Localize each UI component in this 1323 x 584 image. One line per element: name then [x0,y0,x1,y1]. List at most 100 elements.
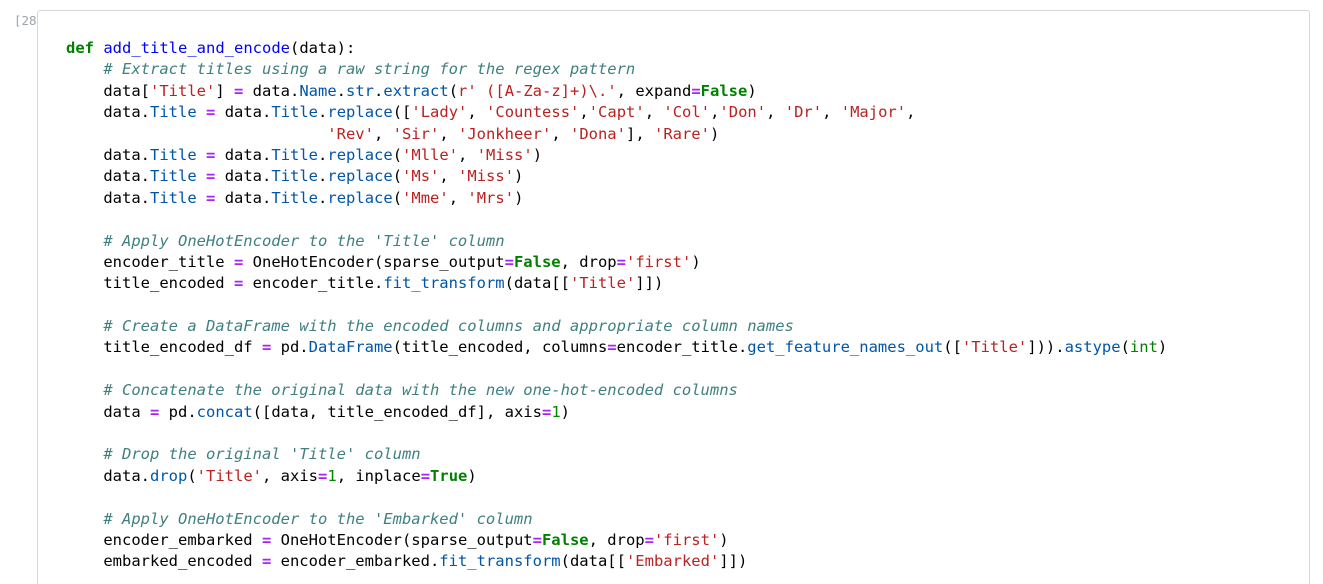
code-token: replace [327,145,393,164]
code-line: data = pd.concat([data, title_encoded_df… [66,402,1299,423]
code-token: 'Major' [840,103,907,122]
code-token: , [766,103,785,122]
code-token: ) [691,252,701,271]
code-token: , axis [262,466,318,485]
code-token: Title [271,188,319,207]
code-token: , [373,124,393,143]
code-token: ([data, title_encoded_df], axis [252,402,542,421]
code-token: , inplace [336,466,421,485]
code-token: False [513,252,561,271]
code-token: OneHotEncoder(sparse_output [271,530,533,549]
code-token: data[ [66,81,150,100]
code-token: ([ [943,338,962,357]
code-token: = [233,252,244,271]
code-token: 'Title' [196,466,262,485]
code-line: title_encoded = encoder_title.fit_transf… [66,273,1299,294]
code-line: data.Title = data.Title.replace(['Lady',… [66,102,1299,123]
code-token: Title [271,167,319,186]
code-token: = [691,81,701,100]
code-area[interactable]: def add_title_and_encode(data): # Extrac… [66,38,1299,573]
code-token: fit_transform [383,274,505,293]
code-token: # Apply OneHotEncoder to the 'Title' col… [66,231,505,250]
code-token: ]]) [635,274,664,293]
code-token: = [504,252,514,271]
code-line: encoder_title = OneHotEncoder(sparse_out… [66,252,1299,273]
code-token: def [66,39,94,57]
code-token: ) [1157,338,1168,357]
code-token: ] [215,81,234,100]
code-token: 'Mlle' [402,145,459,164]
code-token: 'Title' [961,338,1028,357]
code-token: , drop [560,252,617,271]
code-token: data. [66,145,150,164]
code-token: (data[[ [504,274,570,293]
code-token: fit_transform [439,552,561,571]
code-token: , [458,145,477,164]
code-token: add_title_and_encode [103,39,290,57]
code-token: False [541,530,589,549]
code-token: encoder_title. [616,338,748,357]
code-token: extract [383,81,449,100]
code-token: , [551,124,570,143]
code-token: replace [327,188,393,207]
code-line: # Apply OneHotEncoder to the 'Embarked' … [66,509,1299,530]
code-line: # Drop the original 'Title' column [66,444,1299,465]
code-token: = [150,402,160,421]
code-token [197,189,206,207]
code-token: ) [560,402,570,421]
code-token: . [318,188,328,207]
code-line: title_encoded_df = pd.DataFrame(title_en… [66,337,1299,358]
code-token: ( [392,188,403,207]
code-token [197,146,206,164]
code-token: Title [150,167,197,186]
code-cell[interactable]: def add_title_and_encode(data): # Extrac… [37,10,1310,584]
code-token: Title [271,145,319,164]
code-token: ) [719,530,729,549]
code-line [66,423,1299,444]
code-token: data. [66,466,150,485]
code-token: . [318,145,328,164]
code-line: # Apply OneHotEncoder to the 'Title' col… [66,231,1299,252]
code-token: pd. [271,338,309,357]
code-token: . [318,167,328,186]
code-token: encoder_title. [243,274,384,293]
code-token: 1 [551,402,561,421]
code-token: title_encoded [66,274,234,293]
code-token: # Apply OneHotEncoder to the 'Embarked' … [66,509,533,528]
code-token: ) [467,466,477,485]
code-token: ( [187,466,197,485]
code-token: astype [1064,338,1121,357]
code-token: int [1129,338,1158,357]
code-token: (data[[ [560,552,626,571]
code-line: # Concatenate the original data with the… [66,380,1299,401]
code-token: 'Miss' [476,145,533,164]
code-token: , [439,167,459,186]
code-token: (data): [289,39,356,57]
code-token: data. [215,167,272,186]
code-token: 'Rare' [653,124,710,143]
code-token: drop [150,466,188,485]
code-token: embarked_encoded [66,552,262,571]
code-token: = [233,274,244,293]
code-token: . [336,81,347,100]
code-token: ) [709,124,720,143]
code-token: pd. [159,402,197,421]
code-token: , [710,103,720,122]
code-line: data.Title = data.Title.replace('Ms', 'M… [66,166,1299,187]
code-token: 'Title' [569,274,636,293]
code-token: = [206,145,216,164]
code-token: encoder_title [66,252,234,271]
code-token: False [700,81,748,100]
code-token: 1 [327,466,337,485]
code-token: ([ [392,103,412,122]
code-token: ( [448,81,459,100]
code-token: replace [327,103,393,122]
code-token: 'Jonkheer' [457,124,552,143]
code-token: , [906,103,916,122]
code-token: 'Dr' [784,103,823,122]
code-token: , [644,103,664,122]
code-token: replace [327,167,393,186]
code-token: = [616,252,626,271]
code-token: 'Title' [150,81,216,100]
